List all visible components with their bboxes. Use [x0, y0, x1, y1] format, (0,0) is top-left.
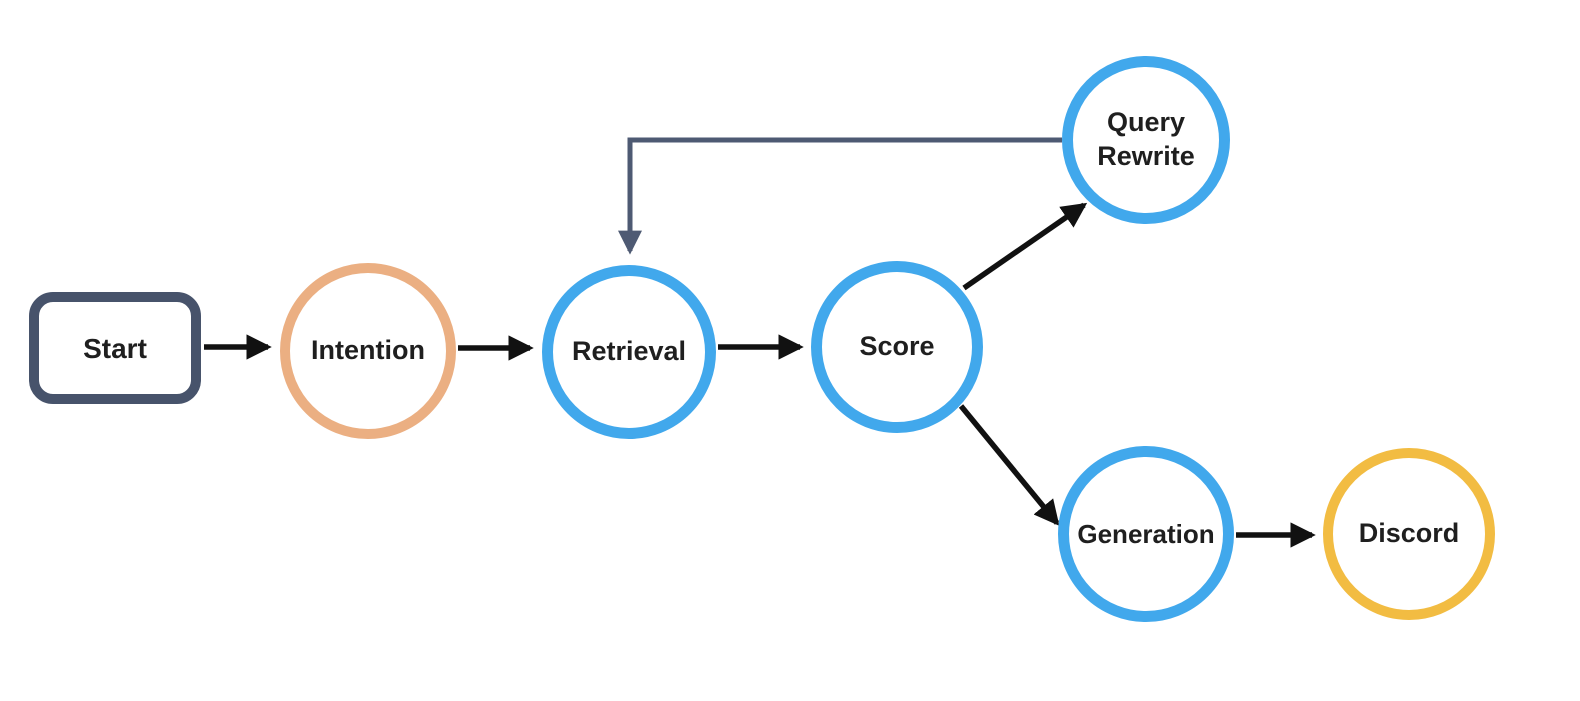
node-score: Score: [811, 261, 983, 433]
node-query-rewrite-label-line2: Rewrite: [1097, 141, 1195, 171]
edge-query-rewrite-retrieval-feedback: [617, 137, 1062, 255]
node-score-label: Score: [859, 331, 935, 362]
node-discord-label: Discord: [1358, 518, 1460, 549]
node-retrieval: Retrieval: [542, 265, 716, 439]
edge-score-query-rewrite: [962, 202, 1088, 291]
node-query-rewrite: Query Rewrite: [1062, 56, 1230, 224]
node-start-label: Start: [83, 332, 147, 364]
node-start: Start: [29, 292, 201, 404]
node-intention: Intention: [280, 263, 456, 439]
node-generation-label: Generation: [1077, 518, 1215, 549]
edge-score-generation: [958, 404, 1060, 526]
node-discord: Discord: [1323, 448, 1495, 620]
node-generation: Generation: [1058, 446, 1234, 622]
node-intention-label: Intention: [311, 335, 425, 366]
node-query-rewrite-label: Query Rewrite: [1097, 106, 1195, 174]
node-retrieval-label: Retrieval: [571, 336, 687, 367]
node-query-rewrite-label-line1: Query: [1106, 107, 1186, 138]
